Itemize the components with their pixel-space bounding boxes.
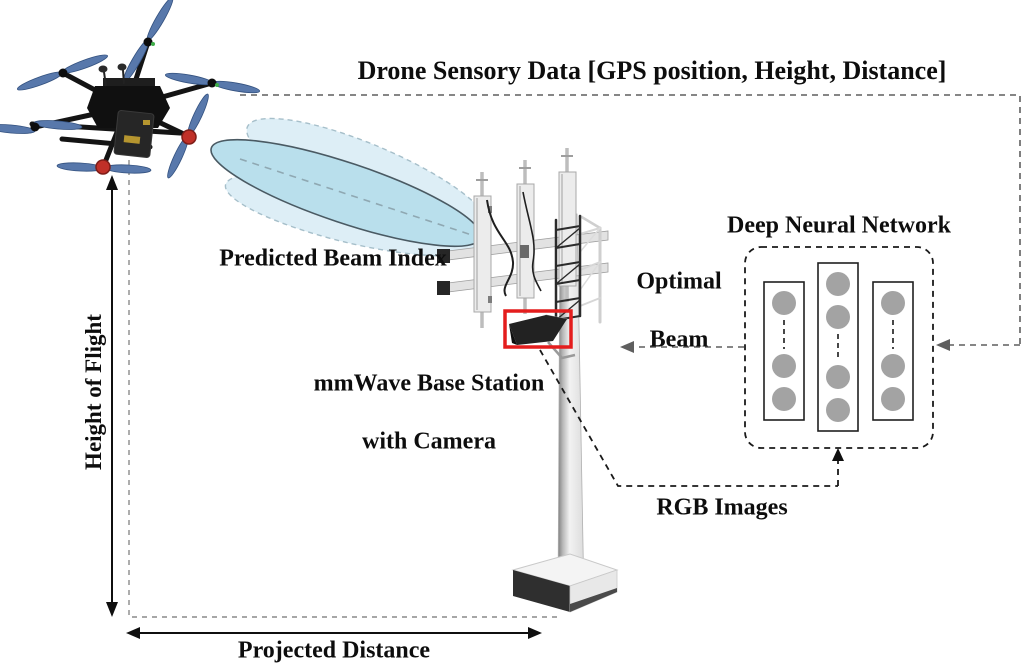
connector-lines: [128, 94, 1021, 618]
dnn-neuron: [881, 291, 905, 315]
optimal-beam-arrowhead: [620, 341, 634, 353]
label-rgb-images: RGB Images: [656, 494, 788, 521]
projection-dashed-line: [128, 160, 558, 618]
projected-distance-arrow: [126, 627, 542, 639]
dnn-dashed-border: [744, 246, 934, 449]
rgb-images-line: [539, 349, 838, 487]
dnn-neuron: [881, 387, 905, 411]
dnn-neuron: [826, 305, 850, 329]
label-dnn-title: Deep Neural Network: [727, 212, 951, 239]
drone-body: [87, 63, 170, 158]
beam-axis-line: [239, 158, 488, 241]
drone-red-motors: [95, 129, 197, 175]
dnn-neuron: [826, 272, 850, 296]
dnn-neurons: [772, 272, 905, 422]
label-height-of-flight: Height of Flight: [81, 314, 106, 470]
pedestal: [511, 553, 619, 613]
dnn-neuron: [881, 354, 905, 378]
dnn-neuron: [826, 365, 850, 389]
drone-propellers: [0, 0, 261, 179]
dnn-neuron: [772, 354, 796, 378]
sensory-data-arrowhead: [936, 339, 950, 351]
dnn-neuron: [772, 387, 796, 411]
cctv-camera-icon: [509, 314, 576, 360]
label-optimal-beam: Optimal Beam: [636, 268, 722, 353]
lattice-truss: [554, 214, 602, 324]
antenna-panel-1: [473, 172, 492, 328]
camera-highlight-box: [503, 309, 573, 349]
rgb-to-dnn-arrowhead: [832, 448, 844, 461]
antenna-cables: [486, 191, 542, 297]
label-base-station: mmWave Base Station with Camera: [313, 370, 545, 455]
dnn-box: [744, 246, 934, 449]
sensory-data-line: [240, 94, 1021, 345]
label-predicted-beam-index: Predicted Beam Index: [219, 245, 447, 272]
antenna-panel-2: [516, 160, 535, 314]
dnn-neuron: [826, 398, 850, 422]
dnn-neuron: [772, 291, 796, 315]
hexacopter-drone-icon: [0, 0, 261, 179]
title-drone-sensory-data: Drone Sensory Data [GPS position, Height…: [357, 56, 947, 85]
height-of-flight-arrow: [106, 175, 118, 617]
base-station-tower: [437, 148, 619, 613]
label-projected-distance: Projected Distance: [237, 637, 431, 664]
